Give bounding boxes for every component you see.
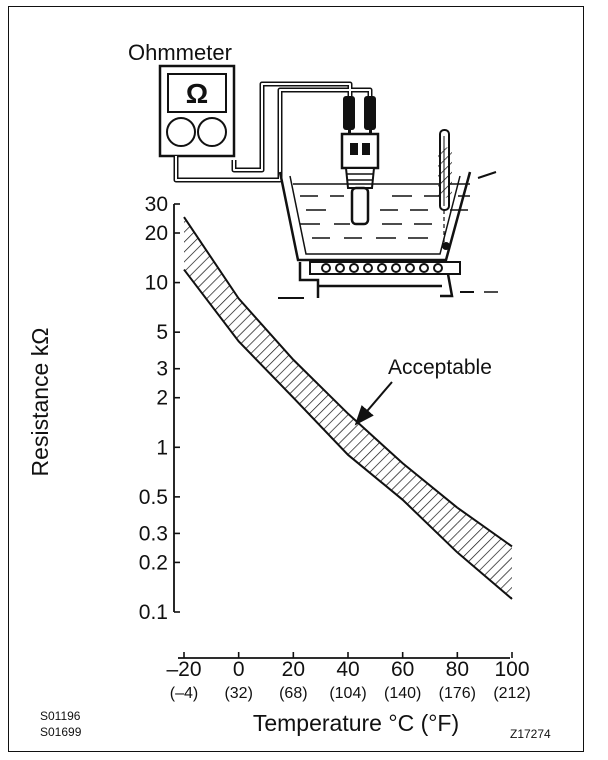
y-tick-label: 0.5: [139, 486, 168, 509]
x-tick-sublabel: (–4): [170, 685, 198, 702]
ohmmeter-terminal-right: [197, 117, 227, 147]
y-tick-label: 30: [145, 193, 168, 216]
acceptable-band-main: [184, 217, 458, 553]
ohmmeter-label: Ohmmeter: [128, 40, 232, 65]
temperature-sensor: [340, 132, 380, 226]
ohm-symbol-icon: Ω: [186, 78, 208, 109]
y-axis-ticks: 30 20 10 5 3 2 1 0.5 0.3 0.2 0.1: [139, 193, 180, 624]
acceptable-annotation: Acceptable: [388, 356, 492, 379]
resistance-temperature-chart: 30 20 10 5 3 2 1 0.5 0.3 0.2 0.1 –20 (–4) 0 (32) 20 (68…: [27, 193, 531, 736]
x-tick-label: 40: [336, 658, 359, 681]
x-tick-label: 80: [446, 658, 469, 681]
y-tick-label: 0.1: [139, 601, 168, 624]
x-tick-sublabel: (140): [384, 685, 421, 702]
x-tick-sublabel: (212): [493, 685, 530, 702]
probe-tips: [343, 96, 376, 138]
y-tick-label: 20: [145, 222, 168, 245]
y-axis-title: Resistance kΩ: [27, 328, 53, 477]
figure-code: Z17274: [510, 727, 551, 741]
acceptable-band-extension-upper-edge: [456, 506, 513, 548]
x-tick-label: –20: [166, 658, 201, 681]
test-leads: [173, 81, 373, 183]
annotation-arrow: [354, 381, 393, 426]
ref-code-2: S01699: [40, 725, 82, 739]
ohmmeter-device: Ohmmeter Ω: [128, 40, 236, 158]
x-tick-label: 60: [391, 658, 414, 681]
y-tick-label: 1: [156, 436, 168, 459]
x-tick-sublabel: (176): [439, 685, 476, 702]
y-tick-label: 10: [145, 272, 168, 295]
acceptable-bands: [183, 216, 513, 600]
y-tick-label: 3: [156, 358, 168, 381]
x-tick-sublabel: (104): [329, 685, 366, 702]
heater-stove: [278, 261, 498, 299]
acceptable-band-main-lower-edge: [183, 268, 459, 554]
acceptable-band-extension: [457, 507, 512, 599]
acceptable-band-extension-lower-edge: [456, 551, 513, 600]
x-tick-label: 20: [282, 658, 305, 681]
y-tick-label: 2: [156, 387, 168, 410]
x-tick-label: 100: [494, 658, 529, 681]
lead-wire-1: [231, 81, 353, 173]
x-tick-sublabel: (68): [279, 685, 307, 702]
x-tick-sublabel: (32): [224, 685, 252, 702]
x-tick-label: 0: [233, 658, 245, 681]
ohmmeter-terminal-left: [166, 117, 196, 147]
ohmmeter-display: [167, 73, 227, 113]
acceptable-band-main-upper-edge: [183, 216, 458, 509]
water-pan: [278, 171, 497, 262]
ref-code-1: S01196: [40, 709, 81, 723]
y-tick-label: 0.2: [139, 551, 168, 574]
y-tick-label: 0.3: [139, 522, 168, 545]
x-axis-title: Temperature °C (°F): [253, 710, 459, 736]
y-tick-label: 5: [156, 321, 168, 344]
heater-coils: [321, 263, 443, 273]
x-axis-ticks: –20 (–4) 0 (32) 20 (68) 40 (104) 60 (140) 80 (176) 1…: [166, 652, 531, 702]
thermometer: [438, 129, 452, 250]
